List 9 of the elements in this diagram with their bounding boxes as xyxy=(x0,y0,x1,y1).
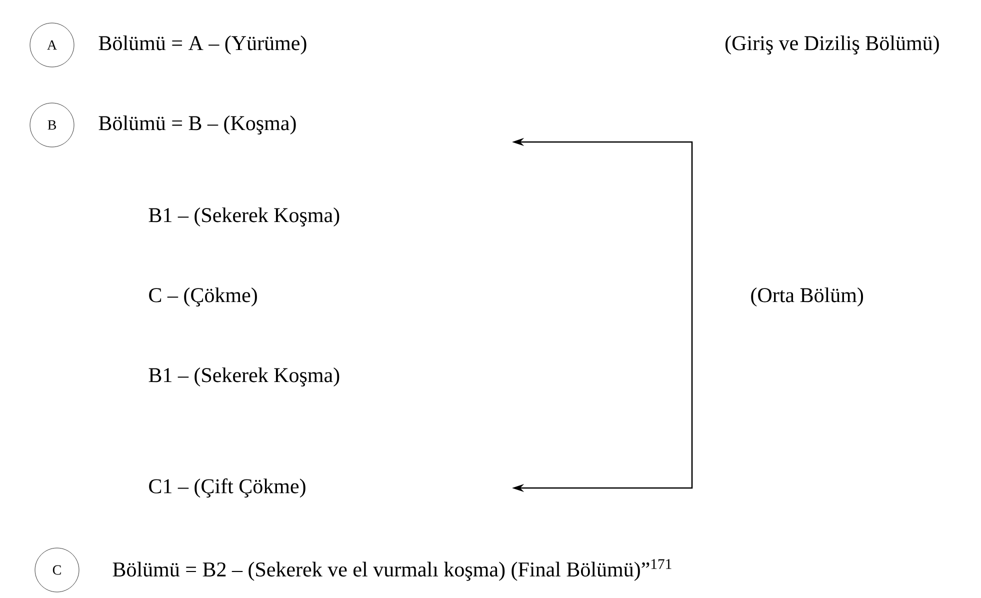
label-text: Bölümü = A – (Yürüme) xyxy=(98,35,306,55)
label-text: (Orta Bölüm) xyxy=(751,287,864,307)
label-text: (Giriş ve Diziliş Bölümü) xyxy=(726,35,939,55)
label-text: Bölümü = B – (Koşma) xyxy=(98,115,296,135)
label-text: B1 – (Sekerek Koşma) xyxy=(148,367,340,387)
label-text: C – (Çökme) xyxy=(149,287,257,307)
label-text: B1 – (Sekerek Koşma) xyxy=(148,207,340,227)
label-text: C1 – (Çift Çökme) xyxy=(149,478,306,498)
label-text: Bölümü = B2 – (Sekerek ve el vurmalı koşma) (Final Bölümü)”$^{171}$ xyxy=(112,559,672,581)
